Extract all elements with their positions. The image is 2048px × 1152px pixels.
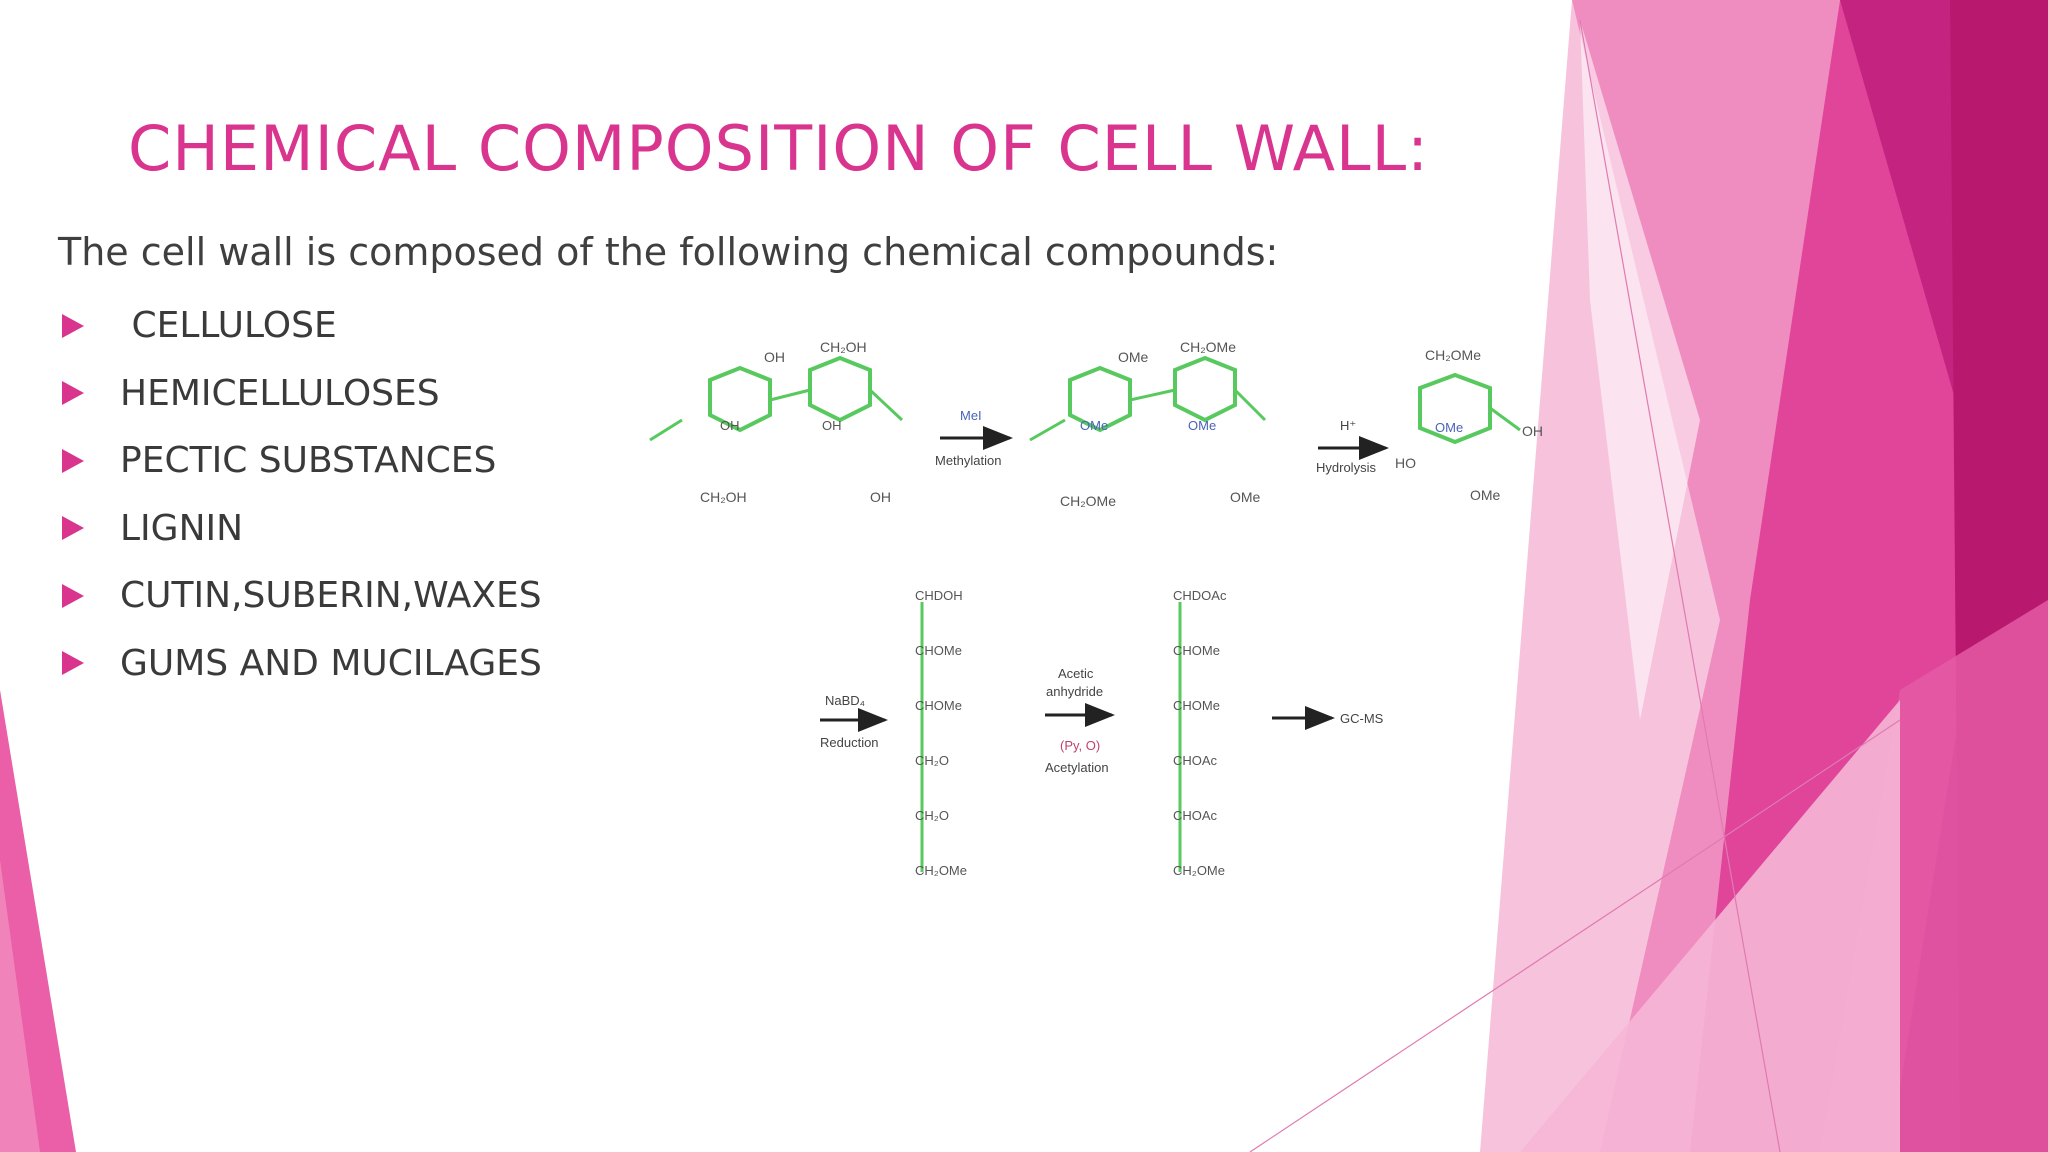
slide-title: CHEMICAL COMPOSITION OF CELL WALL:: [128, 112, 1430, 185]
ring-oh-label: OH: [720, 418, 740, 433]
bullet-item: HEMICELLULOSES: [58, 360, 542, 428]
ome-label: OMe: [1470, 487, 1501, 503]
gcms-label: GC-MS: [1340, 711, 1384, 726]
left-wedge-light: [0, 860, 40, 1152]
methylated-monomer: CH₂OMe HO OH OMe OMe: [1395, 347, 1543, 503]
bullet-item: GUMS AND MUCILAGES: [58, 630, 542, 698]
gcms-step: GC-MS: [1272, 706, 1384, 730]
ch2ome-label: CH₂OMe: [1060, 493, 1116, 509]
chain-group: CHOMe: [1173, 643, 1220, 658]
anhydride-reagent: anhydride: [1046, 684, 1103, 699]
oh-label: OH: [870, 489, 891, 505]
oh-label: OH: [1522, 423, 1543, 439]
reduction-label: Reduction: [820, 735, 879, 750]
ring-ome-label: OMe: [1188, 418, 1216, 433]
glucose-ring: [1173, 355, 1237, 423]
acetylation-step: Acetic anhydride (Py, O) Acetylation: [1045, 666, 1115, 775]
bullet-label: PECTIC SUBSTANCES: [120, 440, 497, 482]
right-soft-triangle: [1520, 700, 1900, 1152]
methylation-step: MeI Methylation: [935, 408, 1013, 468]
bullet-label: CELLULOSE: [120, 305, 337, 347]
ch2ome-label: CH₂OMe: [1180, 339, 1236, 355]
thin-line-1: [1579, 19, 1781, 1152]
ch2oh-label: CH₂OH: [820, 339, 867, 355]
chain-group: CHOMe: [1173, 698, 1220, 713]
bullet-item: LIGNIN: [58, 495, 542, 563]
bullet-arrow-icon: [62, 516, 84, 541]
chain-group: CHDOH: [915, 588, 963, 603]
right-pink-band: [1572, 0, 1840, 1152]
alditol-chain: CHDOH CHOMe CHOMe CH₂O CH₂O CH₂OMe: [915, 588, 967, 878]
bullet-arrow-icon: [62, 448, 84, 473]
mei-reagent: MeI: [960, 408, 982, 423]
bullet-arrow-icon: [62, 381, 84, 406]
methylation-label: Methylation: [935, 453, 1001, 468]
chain-group: CH₂O: [915, 808, 949, 823]
methylation-analysis-diagram: OH CH₂OH CH₂OH OH OH OH MeI Methylation …: [649, 339, 1543, 878]
oh-label: OH: [764, 349, 785, 365]
chain-group: CH₂O: [915, 753, 949, 768]
ring-ome-label: OMe: [1080, 418, 1108, 433]
ho-label: HO: [1395, 455, 1416, 471]
bullet-list: CELLULOSE HEMICELLULOSES PECTIC SUBSTANC…: [58, 292, 542, 697]
ome-label: OMe: [1230, 489, 1261, 505]
acetylation-label: Acetylation: [1045, 760, 1109, 775]
bullet-label: GUMS AND MUCILAGES: [120, 642, 542, 684]
ring-ome-label: OMe: [1435, 420, 1463, 435]
thin-line-2: [1249, 719, 1901, 1152]
ch2ome-label: CH₂OMe: [1425, 347, 1481, 363]
bullet-item: PECTIC SUBSTANCES: [58, 427, 542, 495]
chain-group: CHDOAc: [1173, 588, 1227, 603]
bullet-arrow-icon: [62, 651, 84, 676]
hydrolysis-step: H⁺ Hydrolysis: [1316, 418, 1389, 475]
chain-group: CHOAc: [1173, 753, 1218, 768]
bullet-arrow-icon: [62, 313, 84, 338]
bullet-label: LIGNIN: [120, 507, 244, 549]
glucose-ring: [1068, 365, 1132, 433]
right-white-wedge: [1580, 20, 1700, 720]
nabd4-reagent: NaBD₄: [825, 693, 865, 708]
cellulose-polymer: OH CH₂OH CH₂OH OH OH OH: [649, 339, 904, 505]
bullet-item: CELLULOSE: [58, 292, 542, 360]
chain-group: CHOMe: [915, 698, 962, 713]
bullet-label: CUTIN,SUBERIN,WAXES: [120, 575, 542, 617]
bullet-arrow-icon: [62, 583, 84, 608]
acetate-chain: CHDOAc CHOMe CHOMe CHOAc CHOAc CH₂OMe: [1173, 588, 1227, 878]
methylated-polymer: OMe CH₂OMe CH₂OMe OMe OMe OMe: [1029, 339, 1267, 509]
chain-group: CHOMe: [915, 643, 962, 658]
ch2oh-label: CH₂OH: [700, 489, 747, 505]
ome-label: OMe: [1118, 349, 1149, 365]
bullet-label: HEMICELLULOSES: [120, 372, 440, 414]
reduction-step: NaBD₄ Reduction: [820, 693, 888, 750]
chain-group: CH₂OMe: [915, 863, 967, 878]
pyridine-reagent: (Py, O): [1060, 738, 1100, 753]
chain-group: CH₂OMe: [1173, 863, 1225, 878]
intro-text: The cell wall is composed of the followi…: [58, 230, 1279, 274]
glucose-ring: [1418, 372, 1492, 445]
bullet-item: CUTIN,SUBERIN,WAXES: [58, 562, 542, 630]
glucose-ring: [808, 355, 872, 423]
hydrolysis-label: Hydrolysis: [1316, 460, 1376, 475]
chain-group: CHOAc: [1173, 808, 1218, 823]
ring-oh-label: OH: [822, 418, 842, 433]
glucose-ring: [708, 365, 772, 433]
acetic-reagent: Acetic: [1058, 666, 1094, 681]
acid-reagent: H⁺: [1340, 418, 1356, 433]
